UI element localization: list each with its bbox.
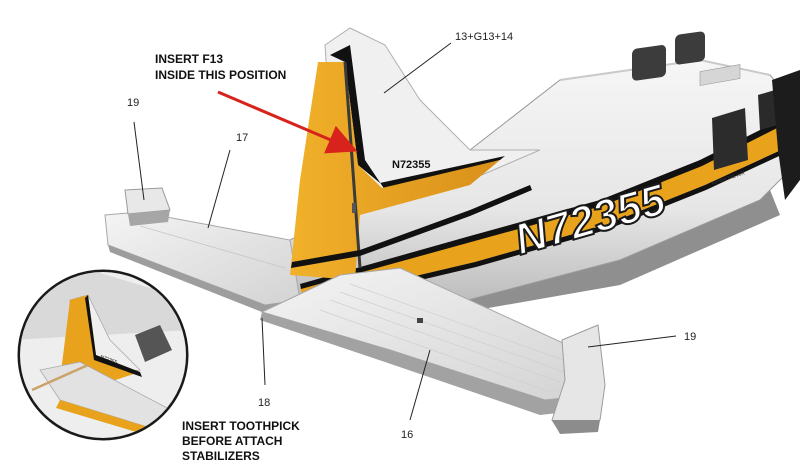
leader-16 — [409, 349, 431, 421]
callout-19-right: 19 — [684, 331, 696, 343]
leader-19-right — [587, 335, 677, 348]
leader-18 — [261, 317, 266, 386]
cockpit-door — [712, 108, 748, 170]
toothpick-inset: N72355 — [17, 269, 189, 441]
fin-registration: N72355 — [392, 159, 431, 171]
inset-registration: N72355 — [99, 354, 118, 366]
toothpick — [31, 363, 89, 392]
instruction-f13-line1: INSERT F13 — [155, 52, 223, 66]
instruction-toothpick-line3: STABILIZERS — [182, 449, 260, 463]
leader-fin-parts — [383, 42, 452, 94]
leader-19-left — [133, 121, 145, 201]
instruction-toothpick-line1: INSERT TOOTHPICK — [182, 419, 300, 433]
instruction-toothpick-line2: BEFORE ATTACH — [182, 434, 282, 448]
window-1 — [632, 45, 666, 81]
right-stabilizer — [260, 267, 606, 434]
callout-19-left: 19 — [127, 97, 139, 109]
windshield — [758, 90, 778, 130]
leader-17 — [207, 149, 231, 229]
callout-17: 17 — [236, 132, 248, 144]
red-arrow — [217, 90, 358, 154]
left-stabilizer-endplate — [124, 187, 171, 215]
window-2 — [675, 31, 705, 65]
instruction-f13-line2: INSIDE THIS POSITION — [155, 68, 286, 82]
callout-16: 16 — [401, 429, 413, 441]
f13-slot — [352, 203, 356, 213]
vertical-fin — [290, 27, 541, 280]
callout-fin-parts: 13+G13+14 — [455, 31, 513, 43]
callout-18: 18 — [258, 397, 270, 409]
propeller — [772, 70, 800, 200]
